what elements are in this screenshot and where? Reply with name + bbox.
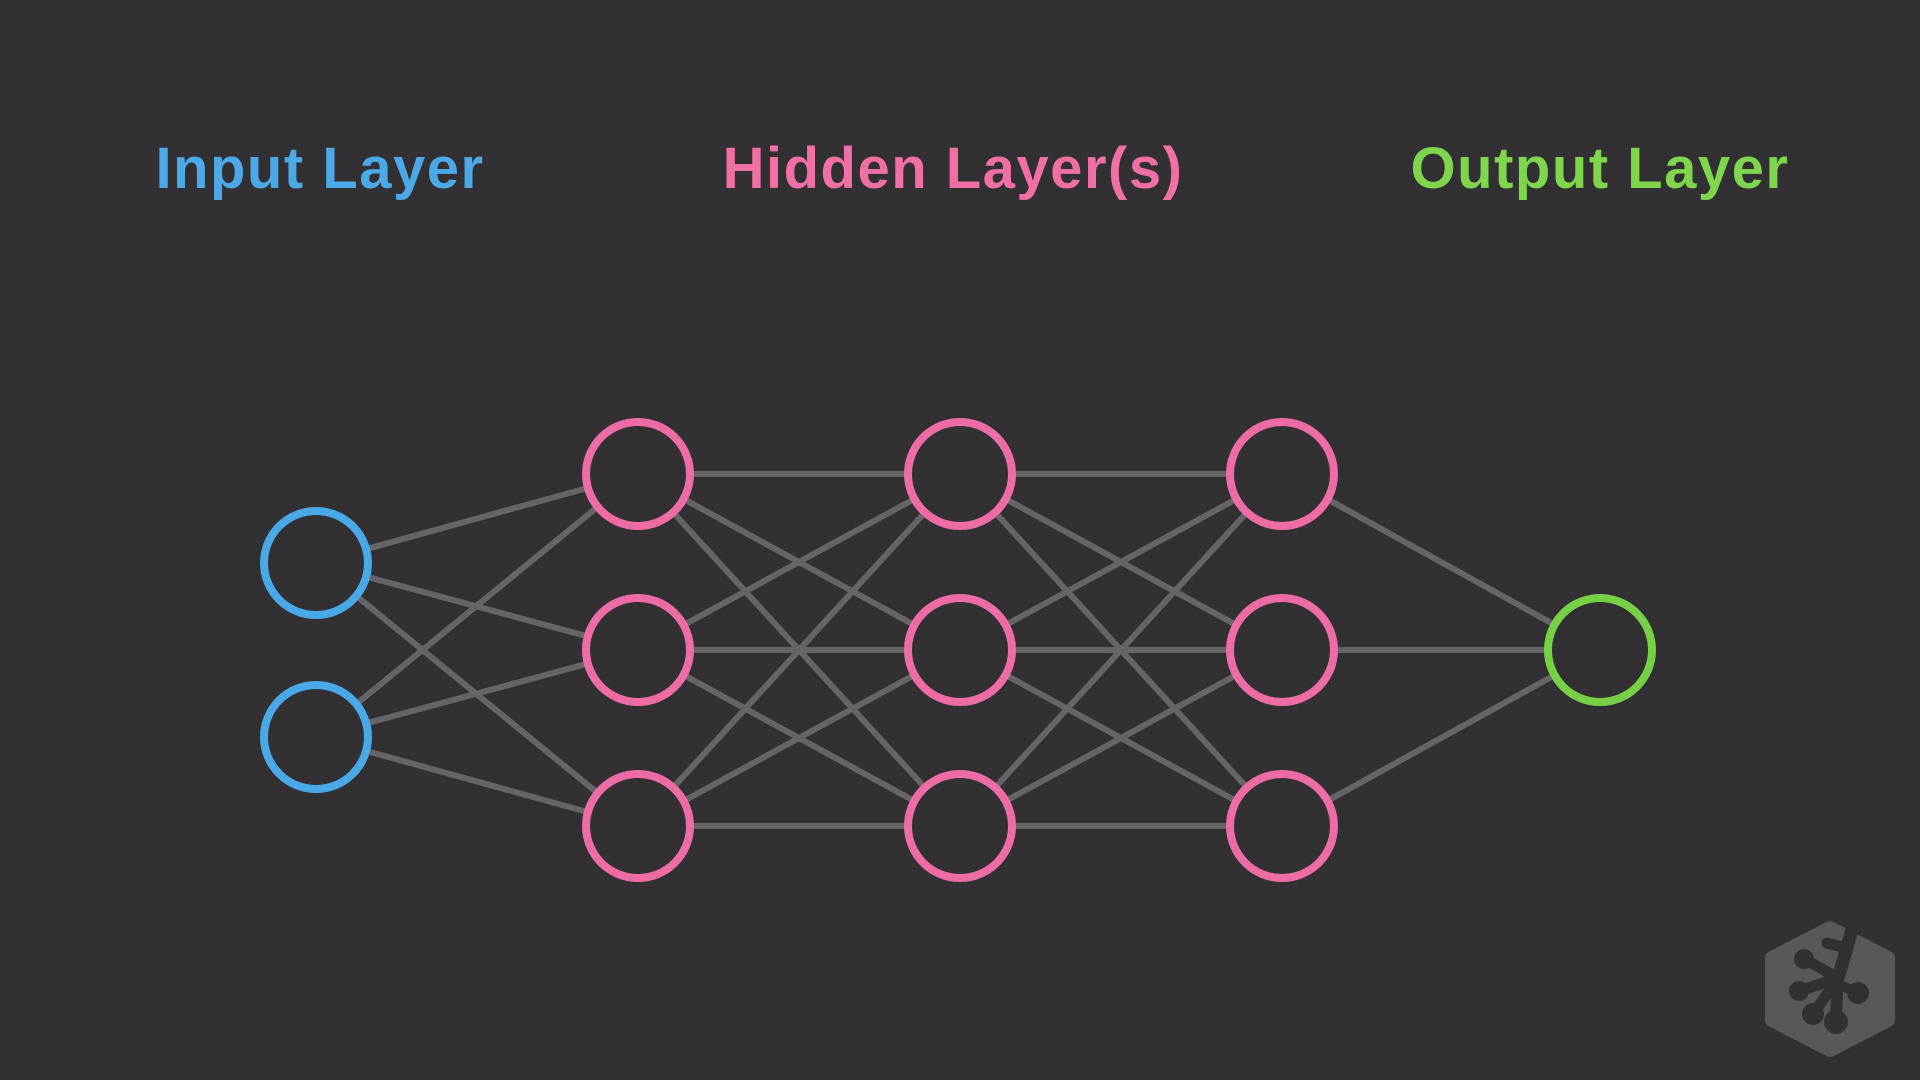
link-hidden-2-1-to-hidden-3-0	[958, 471, 1284, 653]
hidden-layer-title: Hidden Layer(s)	[722, 136, 1184, 201]
node-output-1	[1544, 594, 1656, 706]
input-layer-title: Input Layer	[155, 136, 485, 201]
link-hidden-3-0-to-output-0	[1280, 471, 1602, 653]
node-hidden-1-3	[582, 770, 694, 882]
node-input-2	[260, 681, 372, 793]
node-hidden-3-1	[1226, 418, 1338, 530]
node-hidden-3-3	[1226, 770, 1338, 882]
node-hidden-2-2	[904, 594, 1016, 706]
link-hidden-1-2-to-hidden-2-1	[636, 647, 962, 829]
node-hidden-1-1	[582, 418, 694, 530]
node-hidden-3-2	[1226, 594, 1338, 706]
link-hidden-3-2-to-output-0	[1280, 647, 1602, 829]
node-hidden-2-3	[904, 770, 1016, 882]
node-hidden-1-2	[582, 594, 694, 706]
link-hidden-1-2-to-hidden-2-0	[635, 471, 963, 829]
link-input-1-to-hidden-1-0	[314, 471, 640, 740]
node-hidden-2-1	[904, 418, 1016, 530]
node-input-1	[260, 507, 372, 619]
link-hidden-2-2-to-hidden-3-0	[957, 471, 1285, 829]
logo-frog-foot-cutout	[1789, 919, 1869, 1034]
link-hidden-1-1-to-hidden-2-0	[636, 471, 962, 653]
treehouse-logo-icon	[1765, 919, 1895, 1057]
link-hidden-2-2-to-hidden-3-1	[958, 647, 1284, 829]
output-layer-title: Output Layer	[1410, 136, 1790, 201]
neuron-nodes	[260, 418, 1656, 882]
